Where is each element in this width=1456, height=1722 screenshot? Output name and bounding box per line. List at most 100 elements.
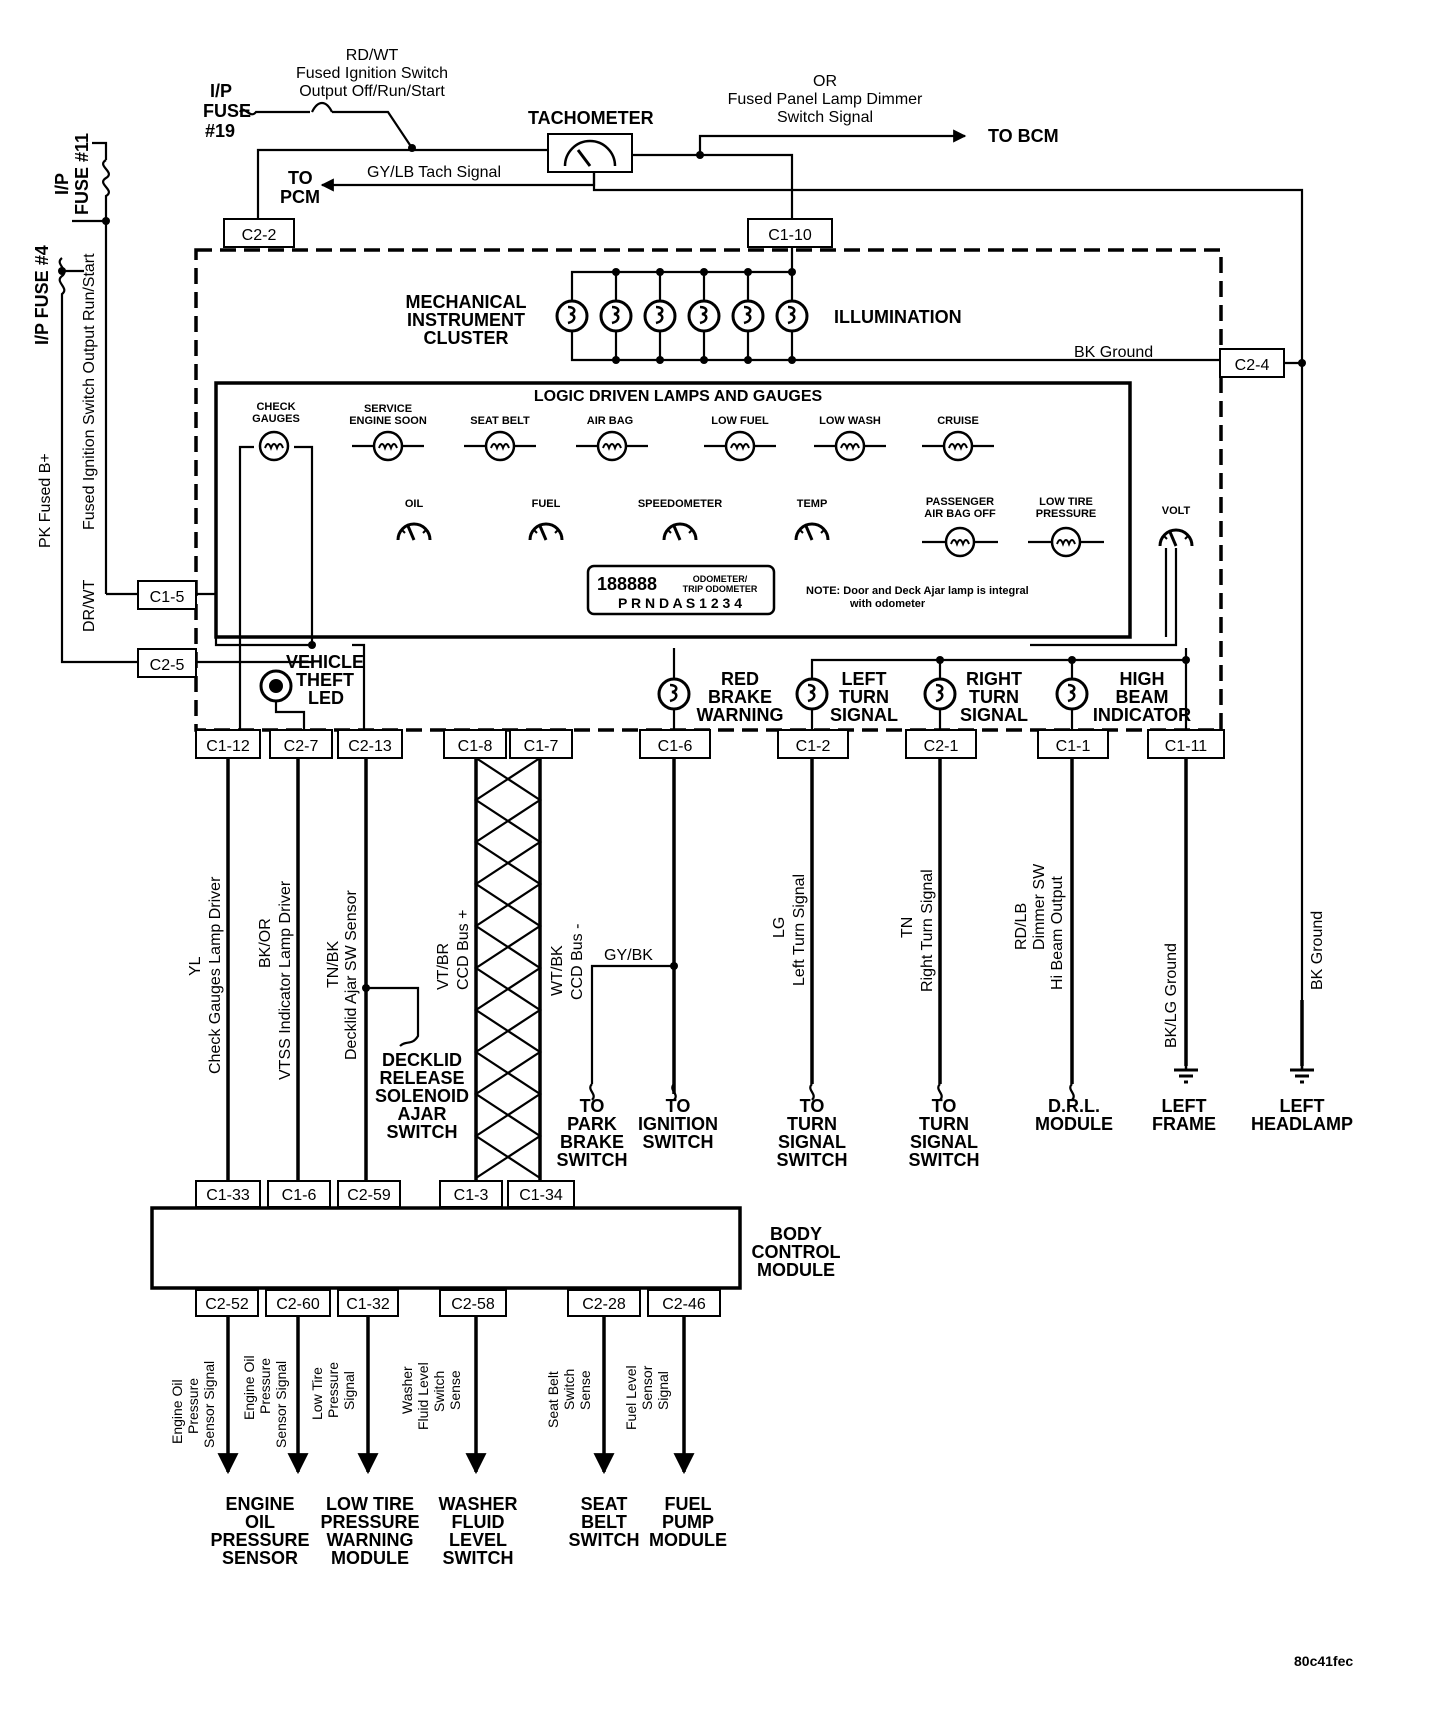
tachometer-label: TACHOMETER [528,108,654,128]
svg-text:Low Tire: Low Tire [309,1367,325,1420]
to-turn-signal-right-label: TO TURN SIGNAL SWITCH [909,1096,980,1170]
svg-text:Pressure: Pressure [325,1362,341,1418]
svg-text:RIGHT: RIGHT [966,669,1022,689]
seat-belt-switch-label: SEAT BELT SWITCH [569,1494,640,1550]
svg-text:Washer: Washer [399,1366,415,1414]
low-tire-module-label: LOW TIRE PRESSURE WARNING MODULE [320,1494,419,1568]
svg-text:I/P: I/P [52,173,72,195]
air-bag-lamp: AIR BAG [576,415,648,462]
svg-text:CRUISE: CRUISE [937,415,979,427]
svg-text:Sense: Sense [577,1370,593,1410]
left-headlamp-label: LEFT HEADLAMP [1251,1096,1353,1134]
svg-text:Output Off/Run/Start: Output Off/Run/Start [299,83,445,100]
svg-text:SWITCH: SWITCH [643,1132,714,1152]
svg-text:C1-12: C1-12 [206,738,250,755]
left-frame-label: LEFT FRAME [1152,1096,1216,1134]
svg-text:TO: TO [932,1096,957,1116]
svg-text:RD/LB: RD/LB [1013,903,1030,950]
svg-text:PRESSURE: PRESSURE [320,1512,419,1532]
svg-text:PCM: PCM [280,187,320,207]
svg-text:Engine Oil: Engine Oil [241,1355,257,1420]
svg-text:HEADLAMP: HEADLAMP [1251,1114,1353,1134]
bcm-output-wires [217,1316,695,1475]
fuel-pump-module-label: FUEL PUMP MODULE [649,1494,727,1550]
svg-text:MODULE: MODULE [1035,1114,1113,1134]
svg-text:LEFT: LEFT [842,669,887,689]
oil-gauge-icon [396,522,432,542]
red-brake-bulb-icon [657,677,691,711]
cruise-lamp-icon [942,430,974,462]
fuse-11-label: I/P FUSE #11 [52,133,92,215]
bcm-top-connectors: C1-33 C1-6 C2-59 C1-3 C1-34 [195,1180,575,1208]
svg-text:BRAKE: BRAKE [560,1132,624,1152]
fuel-gauge-icon [528,522,564,542]
drwt-label: DR/WT [81,579,98,632]
svg-text:TN: TN [899,917,916,938]
svg-text:WT/BK: WT/BK [549,945,566,996]
illumination-bulb-icon [775,299,809,333]
service-engine-lamp-icon [372,430,404,462]
low-tire-lamp: LOW TIRE PRESSURE [1028,496,1104,558]
svg-text:YL: YL [187,956,204,976]
svg-text:C2-4: C2-4 [1235,357,1270,374]
or-wire-label: OR Fused Panel Lamp Dimmer Switch Signal [728,73,923,126]
svg-text:PRESSURE: PRESSURE [1036,508,1097,520]
svg-text:LED: LED [308,688,344,708]
svg-text:SEAT: SEAT [581,1494,628,1514]
passenger-airbag-lamp-icon [944,526,976,558]
tachometer-icon [547,133,633,173]
illumination-bulb-icon [687,299,721,333]
svg-text:FUSE: FUSE [203,101,251,121]
seat-belt-lamp-icon [484,430,516,462]
ccd-bus-twisted-pair [473,757,543,1190]
logic-lamps-box [214,381,1132,639]
to-bcm-label: TO BCM [988,126,1059,146]
svg-text:CCD Bus -: CCD Bus - [569,924,586,1000]
svg-text:C1-33: C1-33 [206,1187,250,1204]
svg-text:SWITCH: SWITCH [569,1530,640,1550]
tn-wire-label: TN Right Turn Signal [899,869,936,992]
svg-text:Switch: Switch [431,1371,447,1412]
svg-text:C1-3: C1-3 [454,1187,489,1204]
service-engine-lamp: SERVICE ENGINE SOON [349,403,427,462]
svg-text:Check Gauges Lamp Driver: Check Gauges Lamp Driver [207,876,224,1074]
svg-text:WARNING: WARNING [697,705,784,725]
connector-c2-2: C2-2 [223,218,295,248]
svg-text:Pressure: Pressure [185,1378,201,1434]
svg-text:C1-10: C1-10 [768,227,812,244]
svg-text:SWITCH: SWITCH [387,1122,458,1142]
svg-text:BEAM: BEAM [1116,687,1169,707]
svg-text:C2-1: C2-1 [924,738,959,755]
diagram-code: 80c41fec [1294,1653,1353,1669]
svg-text:ENGINE: ENGINE [225,1494,294,1514]
svg-text:WASHER: WASHER [438,1494,517,1514]
odometer-note: NOTE: Door and Deck Ajar lamp is integra… [806,585,1029,610]
speedometer-gauge: SPEEDOMETER [638,498,722,542]
svg-text:C1-6: C1-6 [658,738,693,755]
speedometer-gauge-icon [662,522,698,542]
temp-gauge-icon [794,522,830,542]
svg-text:Sense: Sense [447,1370,463,1410]
vehicle-theft-led: VEHICLE THEFT LED [259,652,364,708]
svg-text:PASSENGER: PASSENGER [926,496,994,508]
svg-text:TRIP ODOMETER: TRIP ODOMETER [683,584,758,594]
volt-gauge-icon [1158,528,1194,548]
bcm-title: BODY CONTROL MODULE [752,1224,841,1280]
svg-text:LOW TIRE: LOW TIRE [326,1494,414,1514]
low-fuel-lamp-icon [724,430,756,462]
svg-text:RELEASE: RELEASE [379,1068,464,1088]
svg-text:BELT: BELT [581,1512,627,1532]
svg-text:SERVICE: SERVICE [364,403,412,415]
svg-text:FRAME: FRAME [1152,1114,1216,1134]
svg-text:C1-2: C1-2 [796,738,831,755]
svg-text:MECHANICAL: MECHANICAL [406,292,527,312]
svg-text:FUEL: FUEL [665,1494,712,1514]
bkor-wire-label: BK/OR VTSS Indicator Lamp Driver [257,880,294,1080]
svg-text:CONTROL: CONTROL [752,1242,841,1262]
rdlb-wire-label: RD/LB Dimmer SW Hi Beam Output [1013,863,1066,990]
svg-text:PARK: PARK [567,1114,617,1134]
svg-text:PRESSURE: PRESSURE [210,1530,309,1550]
svg-text:HIGH: HIGH [1120,669,1165,689]
